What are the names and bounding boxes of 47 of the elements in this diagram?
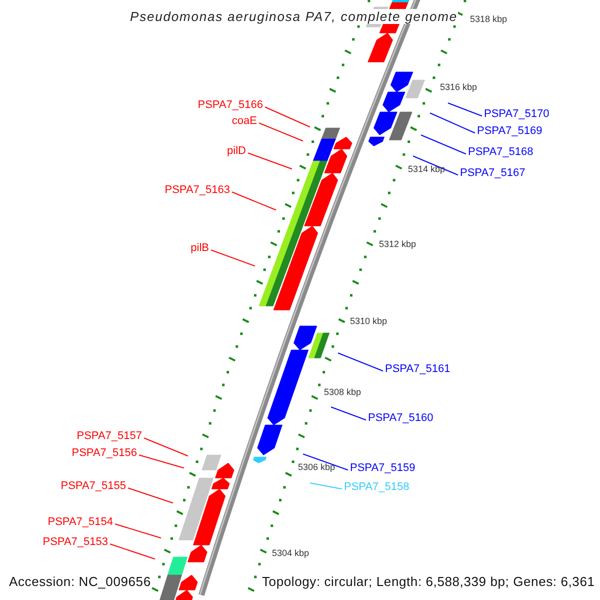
gene-label: PSPA7_5167 [460,166,526,180]
leader-line [264,106,310,128]
leader-line [412,156,458,176]
gene-label: PSPA7_5153 [42,536,108,548]
leader-line [430,112,476,134]
gene-label: PSPA7_5166 [198,98,263,112]
gene-label: coaE [232,114,257,128]
leader-line [448,102,482,116]
gene-label: PSPA7_5154 [48,516,113,528]
gene-label: PSPA7_5157 [76,430,142,442]
gene-label: PSPA7_5160 [368,412,434,424]
leader-line [420,134,466,154]
leader-line [330,406,366,420]
leader-line [338,352,384,372]
gene-label: pilB [190,242,209,254]
leader-line [302,454,348,470]
leader-line [144,438,188,456]
gene-label: PSPA7_5159 [350,462,416,474]
scale-label: 5316 kbp [440,82,478,92]
scale-label: 5314 kbp [408,164,446,174]
gene-label: PSPA7_5163 [164,184,230,196]
scale-label: 5312 kbp [379,238,416,250]
scale-label: 5304 kbp [272,548,310,558]
gene-label: PSPA7_5158 [344,480,410,494]
leader-line [248,152,292,170]
leader-line [232,192,276,210]
leader-line [128,488,174,504]
leader-line [210,250,256,266]
leader-line [258,122,304,142]
footer-text: Topology: circular; Length: 6,588,339 bp; Genes: 6,361 [262,574,595,590]
gene-label: PSPA7_5169 [477,124,542,138]
gene-label: PSPA7_5161 [385,362,450,376]
scale-label: 5310 kbp [350,316,388,326]
leader-line [310,482,342,490]
leader-line [114,524,162,538]
leader-line [138,454,184,468]
gene-label: PSPA7_5170 [484,108,550,120]
gene-label: pilD [227,144,246,158]
gene-label: PSPA7_5156 [72,446,137,460]
scale-label: 5306 kbp [298,462,336,472]
leader-line [110,544,156,560]
scale-label: 5308 kbp [324,386,362,398]
map-title: Pseudomonas aeruginosa PA7, complete genome [130,9,458,24]
gene-label: PSPA7_5168 [468,146,534,158]
footer-text: Accession: NC_009656 [9,574,151,590]
scale-label: 5318 kbp [470,14,508,24]
gene-label: PSPA7_5155 [60,480,126,492]
